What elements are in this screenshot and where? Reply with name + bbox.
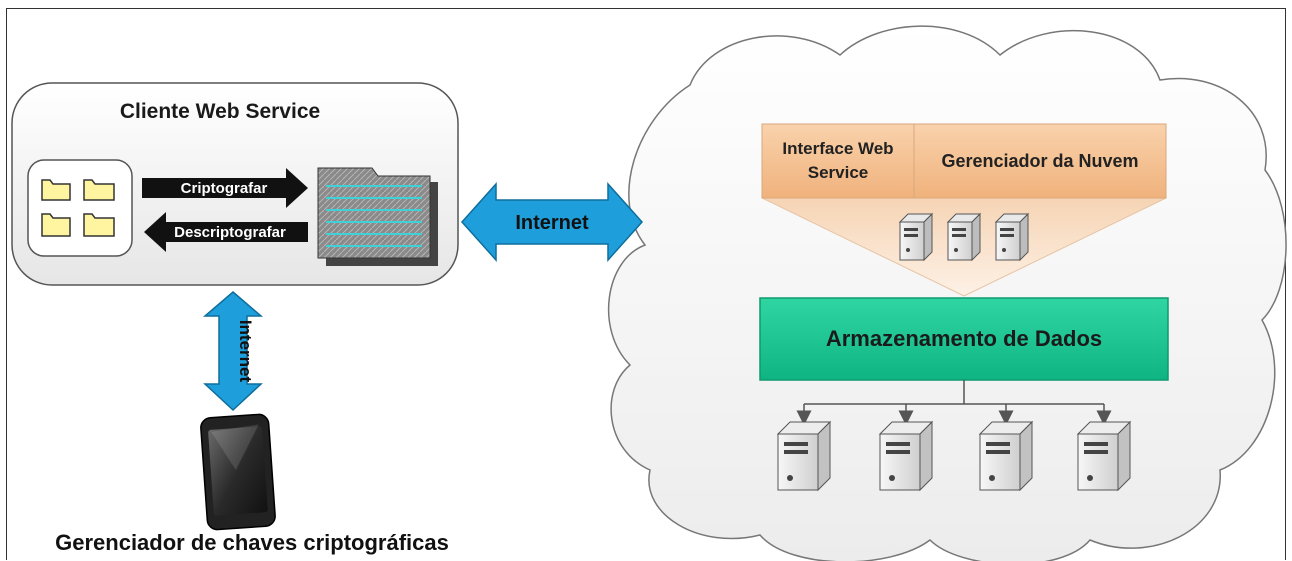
storage-label: Armazenamento de Dados	[826, 326, 1102, 351]
cloud-header: Interface Web Service Gerenciador da Nuv…	[761, 123, 1167, 199]
server-icon	[878, 420, 934, 492]
folder-icon	[41, 213, 71, 237]
folder-icon	[83, 179, 115, 201]
client-web-service: Cliente Web Service Criptografar Descrip…	[11, 82, 459, 286]
interface-web-label-line2: Service	[808, 163, 869, 182]
encrypted-document-icon	[317, 167, 438, 266]
server-icon	[776, 420, 832, 492]
interface-web-label-line1: Interface Web	[782, 139, 893, 158]
server-icon	[994, 212, 1030, 262]
interface-web-service-box	[761, 123, 915, 199]
folder-icon	[83, 213, 115, 237]
cloud-manager-label: Gerenciador da Nuvem	[941, 151, 1138, 171]
cloud	[607, 25, 1287, 561]
decrypt-label: Descriptografar	[174, 224, 286, 241]
server-icon	[1076, 420, 1132, 492]
storage-box: Armazenamento de Dados	[759, 297, 1169, 381]
server-icon	[946, 212, 982, 262]
decrypt-arrow: Descriptografar	[144, 212, 308, 252]
storage-servers	[776, 420, 1132, 492]
encrypt-label: Criptografar	[181, 180, 268, 197]
client-title: Cliente Web Service	[120, 100, 320, 123]
storage-tree	[796, 380, 1112, 426]
internet-link-phone: Internet	[202, 291, 264, 412]
server-icon	[898, 212, 934, 262]
internet-link-main: Internet	[460, 182, 644, 262]
diagram-frame	[6, 8, 1286, 560]
small-servers	[898, 212, 1030, 262]
folders-panel	[27, 159, 133, 257]
server-icon	[978, 420, 1034, 492]
encrypt-arrow: Criptografar	[142, 168, 308, 208]
cloud-manager-box	[913, 123, 1167, 199]
smartphone-icon	[200, 413, 276, 531]
internet-label-main: Internet	[515, 212, 589, 234]
folder-icon	[41, 179, 71, 201]
key-manager-label: Gerenciador de chaves criptográficas	[55, 530, 449, 555]
internet-label-phone: Internet	[236, 320, 255, 383]
